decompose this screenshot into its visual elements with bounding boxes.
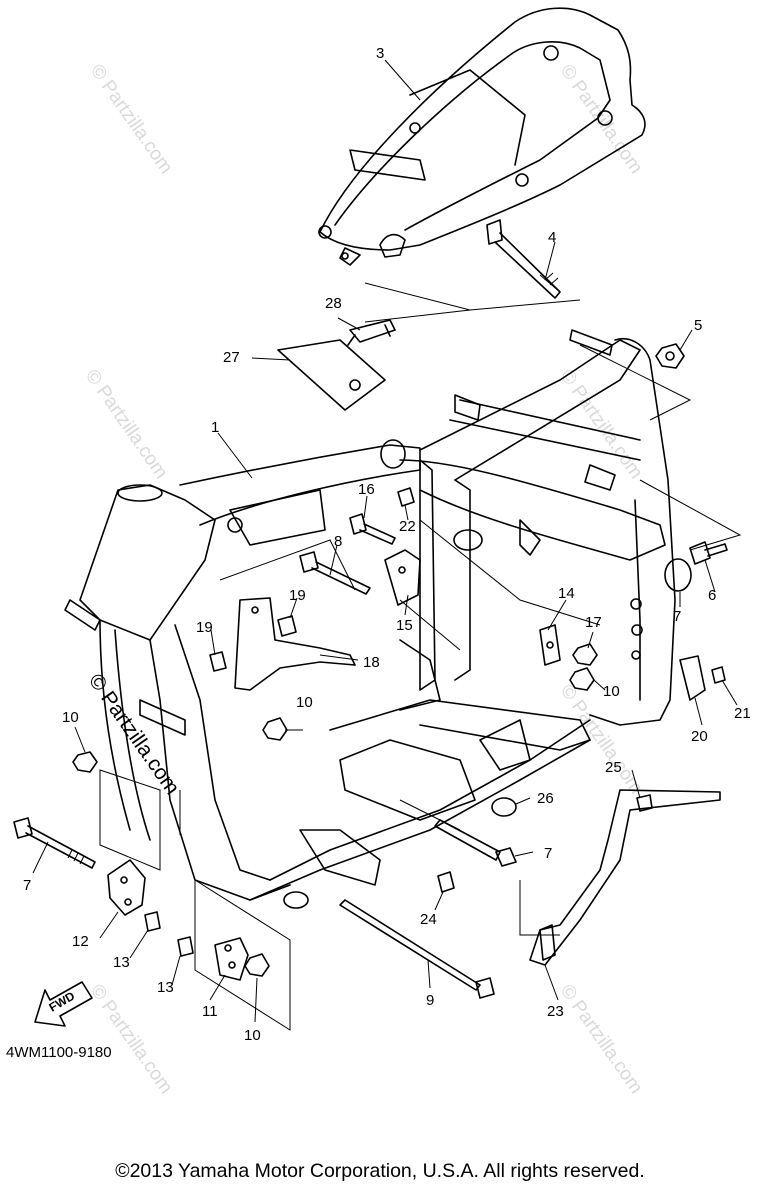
bracket-12: [107, 859, 146, 916]
callout-26: 26: [537, 790, 554, 807]
callout-27: 27: [223, 349, 240, 366]
callout-8: 8: [334, 533, 342, 550]
bolt-22: [397, 487, 415, 507]
callout-25: 25: [605, 759, 622, 776]
callout-6: 7: [673, 608, 681, 625]
bolts-19: [209, 615, 297, 672]
callout-19-b: 19: [196, 619, 213, 636]
bolts-13: [144, 911, 194, 957]
bracket-18: [234, 597, 356, 691]
bolt-9: [339, 899, 495, 999]
fwd-arrow-icon: FWD: [34, 981, 93, 1027]
callout-18: 18: [363, 654, 380, 671]
callout-1: 1: [211, 419, 219, 436]
watermarks: © Partzilla.com © Partzilla.com © Partzi…: [81, 61, 647, 1098]
callout-10-b: 10: [296, 694, 313, 711]
bolt-3: [486, 219, 561, 299]
stand-23: [529, 789, 721, 966]
plug-6: [664, 558, 692, 592]
main-frame-part: [64, 329, 676, 909]
callout-4: 5: [694, 317, 702, 334]
pad-27: [277, 339, 386, 411]
bolt-8: [299, 551, 371, 595]
callout-5: 6: [708, 587, 716, 604]
callout-14: 14: [558, 585, 575, 602]
watermark: © Partzilla.com: [556, 981, 647, 1098]
callout-13-a: 13: [113, 954, 130, 971]
watermark: © Partzilla.com: [86, 61, 177, 178]
watermark: © Partzilla.com: [556, 681, 647, 798]
callout-12: 12: [72, 933, 89, 950]
cap-26: [491, 797, 517, 817]
callout-7-right: 7: [544, 845, 552, 862]
plate-11: [214, 937, 249, 981]
callout-10-d: 10: [244, 1027, 261, 1044]
diagram-code: 4WM1100-9180: [6, 1044, 112, 1061]
fwd-label: FWD: [47, 989, 78, 1015]
nut-17: [572, 643, 598, 666]
callout-10-c: 10: [603, 683, 620, 700]
callouts: 3 4 5 6 7 7 7 8 9 10 10 10 10 11 12 13 1…: [23, 45, 751, 1044]
callout-17: 17: [585, 614, 602, 631]
bracket-20: [679, 655, 706, 701]
copyright-notice: ©2013 Yamaha Motor Corporation, U.S.A. A…: [115, 1160, 645, 1182]
bolt-7-left: [13, 817, 96, 869]
bracket-14: [539, 624, 561, 666]
callout-20: 20: [691, 728, 708, 745]
callout-7-left: 7: [23, 877, 31, 894]
rear-subframe-part: [318, 7, 646, 266]
watermark: © Partzilla.com: [86, 981, 177, 1098]
callout-23: 23: [547, 1003, 564, 1020]
callout-3: 4: [548, 229, 556, 246]
callout-24: 24: [420, 911, 437, 928]
bracket-15: [384, 549, 421, 606]
watermark: © Partzilla.com: [81, 366, 172, 483]
bolt-24: [437, 871, 455, 893]
clip-28: [347, 319, 396, 346]
callout-10-a: 10: [62, 709, 79, 726]
bolt-21: [711, 666, 726, 684]
screw-25: [636, 794, 653, 812]
callout-9: 9: [426, 992, 434, 1009]
nut-4: [655, 343, 685, 369]
bolt-5: [689, 541, 728, 565]
callout-21: 21: [734, 705, 751, 722]
callout-19-a: 19: [289, 587, 306, 604]
bolt-16: [349, 513, 396, 545]
callout-11: 11: [202, 1003, 218, 1020]
callout-16: 16: [358, 481, 375, 498]
bolt-7-right: [434, 819, 517, 867]
callout-13-b: 13: [157, 979, 174, 996]
callout-22: 22: [399, 518, 416, 535]
callout-leaders: [32, 59, 738, 1023]
callout-15: 15: [396, 617, 413, 634]
callout-2: 3: [376, 45, 384, 62]
callout-28: 28: [325, 295, 342, 312]
